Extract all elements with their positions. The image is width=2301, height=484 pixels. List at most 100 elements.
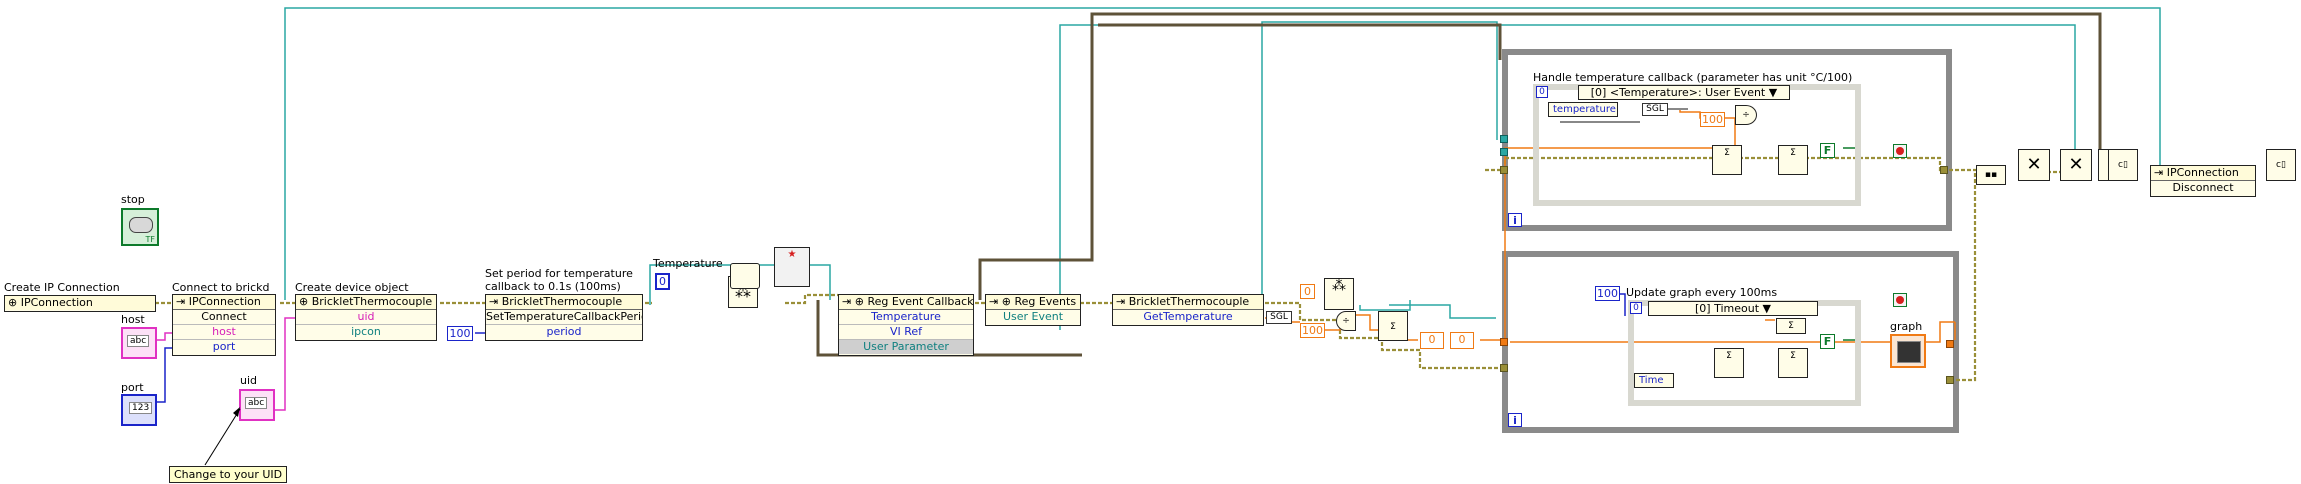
temperature-unbundle[interactable]: temperature — [1548, 102, 1618, 117]
event-case-selector-top[interactable]: [0] <Temperature>: User Event ▼ — [1578, 85, 1790, 100]
array-const-0b[interactable]: 0 — [1450, 332, 1474, 349]
reg-events-node[interactable]: ⇥ ⊕ Reg Events User Event — [985, 294, 1081, 326]
constructor-icon: ⊕ — [8, 296, 18, 309]
temperature-label: Temperature — [653, 257, 723, 270]
invoke-arrow-icon: ⇥ — [489, 295, 499, 308]
divide-node-top[interactable]: ÷ — [1735, 105, 1757, 125]
stop-label: stop — [121, 193, 145, 206]
method-name: GetTemperature — [1143, 310, 1233, 323]
port-label: port — [121, 381, 144, 394]
create-user-event-node[interactable] — [730, 263, 760, 289]
temperature-zero-constant[interactable]: 0 — [655, 273, 670, 290]
set-callback-period-node[interactable]: ⇥ BrickletThermocouple SetTemperatureCal… — [485, 294, 643, 341]
sgl-convert-2: SGL — [1642, 103, 1668, 116]
string-type-icon: abc — [245, 397, 268, 409]
divide-node[interactable]: ÷ — [1336, 311, 1356, 331]
close-reference-final-node[interactable]: c▯ — [2266, 149, 2296, 181]
get-temperature-node[interactable]: ⇥ BrickletThermocouple GetTemperature — [1112, 294, 1264, 326]
refnum-wires — [284, 7, 2161, 330]
error-wires — [155, 156, 2168, 382]
uid-input: uid — [296, 310, 436, 325]
close-reference-node-2[interactable]: c▯ — [2108, 149, 2138, 181]
shift-array-node-3[interactable]: Σ — [1714, 348, 1744, 378]
frame-index-bottom: 0 — [1630, 302, 1642, 314]
false-constant-top[interactable]: F — [1820, 143, 1835, 158]
stop-condition-icon — [1896, 296, 1904, 304]
array-const-0a[interactable]: 0 — [1420, 332, 1444, 349]
set-period-label-line1: Set period for temperature — [485, 267, 633, 280]
tunnel — [1946, 340, 1954, 348]
const-100-divisor[interactable]: 100 — [1700, 112, 1725, 127]
change-uid-comment: Change to your UID — [169, 466, 288, 483]
stop-tf-label: TF — [145, 235, 156, 244]
period-constant[interactable]: 100 — [447, 326, 473, 341]
connect-brickd-label: Connect to brickd — [172, 281, 270, 294]
host-control-terminal[interactable]: abc — [121, 327, 157, 359]
method-name: Connect — [173, 310, 275, 325]
dropdown-arrow-icon: ▼ — [1762, 302, 1771, 315]
shift-array-node-2[interactable]: Σ — [1778, 145, 1808, 175]
const-0-left[interactable]: 0 — [1300, 284, 1315, 299]
vi-reference-star-icon: ★ — [787, 249, 797, 260]
update-graph-label: Update graph every 100ms — [1626, 286, 1778, 299]
array-index-node[interactable]: Σ — [1378, 311, 1408, 341]
event-icon: ⇥ ⊕ — [989, 295, 1011, 308]
vi-reference-icon[interactable]: ★ — [774, 247, 810, 287]
ipconnection-connect-node[interactable]: ⇥ IPConnection Connect host port — [172, 294, 276, 356]
event-case-selector-bottom[interactable]: [0] Timeout ▼ — [1648, 301, 1818, 316]
stop-button-icon — [129, 217, 153, 233]
destroy-user-event-node[interactable]: ✕ — [2018, 149, 2050, 181]
ipcon-input: ipcon — [351, 325, 381, 338]
tunnel — [1500, 135, 1508, 143]
graph-plot-icon — [1897, 341, 1921, 363]
method-name: SetTemperatureCallbackPeriod — [486, 310, 642, 325]
array-build-node[interactable]: ⁂ — [1324, 278, 1354, 310]
loop-index-top: i — [1508, 213, 1522, 227]
tunnel — [1500, 338, 1508, 346]
string-wires — [155, 317, 295, 411]
set-period-label-line2: callback to 0.1s (100ms) — [485, 280, 621, 293]
host-input: host — [173, 325, 275, 340]
reg-event-callback-node[interactable]: ⇥ ⊕ Reg Event Callback Temperature VI Re… — [838, 294, 974, 356]
timeout-constant[interactable]: 100 — [1595, 286, 1620, 301]
stop-button-terminal[interactable]: TF — [121, 208, 159, 246]
uid-control-terminal[interactable]: abc — [239, 389, 275, 421]
thermocouple-create-node[interactable]: ⊕ BrickletThermocouple uid ipcon — [295, 294, 437, 341]
user-event-input: User Event — [1002, 310, 1064, 323]
period-input: period — [546, 325, 582, 338]
port-input: port — [212, 340, 236, 353]
merge-errors-node[interactable]: ▪▪ — [1976, 165, 2006, 185]
method-name: Disconnect — [2172, 181, 2234, 194]
comment-arrow — [204, 407, 241, 466]
string-type-icon: abc — [127, 335, 150, 347]
constructor-icon: ⊕ — [299, 295, 309, 308]
ipconnection-disconnect-node[interactable]: ⇥ IPConnection Disconnect — [2150, 165, 2256, 197]
host-label: host — [121, 313, 145, 326]
loop-condition-bottom[interactable] — [1893, 293, 1907, 307]
tunnel — [1500, 148, 1508, 156]
frame-index-top: 0 — [1536, 86, 1548, 98]
create-device-label: Create device object — [295, 281, 409, 294]
tunnel — [1946, 376, 1954, 384]
invoke-arrow-icon: ⇥ — [1116, 295, 1126, 308]
loop-condition-top[interactable] — [1893, 144, 1907, 158]
unregister-events-node[interactable]: ✕ — [2060, 149, 2092, 181]
event-icon: ⇥ ⊕ — [842, 295, 864, 308]
port-control-terminal[interactable]: 123 — [121, 394, 157, 426]
graph-indicator-terminal[interactable] — [1890, 334, 1926, 368]
ipconnection-create-node[interactable]: ⊕ IPConnection — [4, 295, 156, 312]
uid-label: uid — [240, 374, 258, 387]
event-wires — [816, 12, 2102, 357]
dropdown-arrow-icon: ▼ — [1768, 86, 1778, 99]
shift-array-node-1[interactable]: Σ — [1712, 145, 1742, 175]
false-constant-bottom[interactable]: F — [1820, 334, 1835, 349]
shift-array-node-4[interactable]: Σ — [1778, 348, 1808, 378]
tunnel — [1500, 166, 1508, 174]
numeric-type-icon: 123 — [129, 402, 153, 414]
tunnel — [1500, 364, 1508, 372]
time-unbundle[interactable]: Time — [1634, 373, 1674, 388]
const-100-mid[interactable]: 100 — [1300, 323, 1325, 338]
build-array-node-bottom[interactable]: Σ — [1776, 318, 1806, 334]
handle-temp-label: Handle temperature callback (parameter h… — [1533, 71, 1853, 84]
